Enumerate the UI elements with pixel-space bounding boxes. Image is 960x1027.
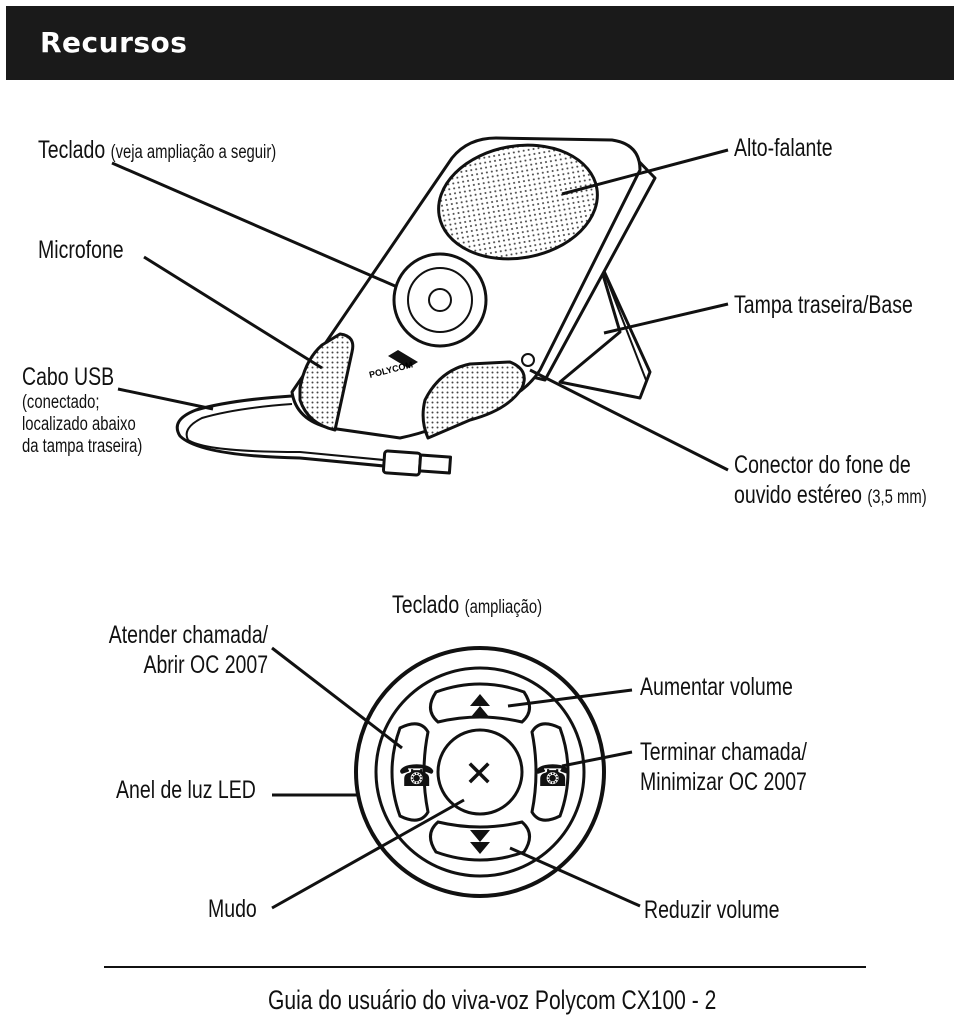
back-stand [558,256,652,400]
label-reduzir: Reduzir volume [644,896,780,924]
usb-plug [381,449,423,477]
label-mudo: Mudo [208,895,257,923]
usb-cable [175,394,385,468]
label-tampa-traseira: Tampa traseira/Base [734,291,913,319]
mute-key [436,728,524,816]
section-header: Recursos [6,6,954,80]
leader-lines-top [111,148,729,472]
label-conector: Conector do fone de ouvido estéreo (3,5 … [734,451,927,509]
label-teclado-ampliacao: Teclado (ampliação) [392,591,543,619]
polycom-logo-mark [388,350,418,368]
speakerphone-drawing [175,136,657,477]
label-cabo-usb: Cabo USB (conectado; localizado abaixo d… [22,363,143,457]
speaker-grille [437,143,599,261]
label-atender: Atender chamada/ Abrir OC 2007 [108,621,269,679]
mic-grille-right [421,360,526,440]
footer-rule [104,966,866,968]
leader-lines-bottom [271,646,641,910]
label-microfone: Microfone [38,236,124,264]
answer-icon: ☎ [398,759,435,794]
footer-text: Guia do usuário do viva-voz Polycom CX10… [268,985,717,1015]
label-aumentar: Aumentar volume [640,673,793,701]
label-terminar: Terminar chamada/ Minimizar OC 2007 [640,738,807,796]
headset-jack [521,353,535,367]
label-alto-falante: Alto-falante [734,134,833,162]
section-title: Recursos [40,26,188,59]
mute-icon: ✕ [464,754,494,795]
label-anel-led: Anel de luz LED [116,776,256,804]
label-teclado: Teclado (veja ampliação a seguir) [38,136,277,164]
keypad-enlarged [354,646,606,898]
end-call-key [530,722,570,822]
